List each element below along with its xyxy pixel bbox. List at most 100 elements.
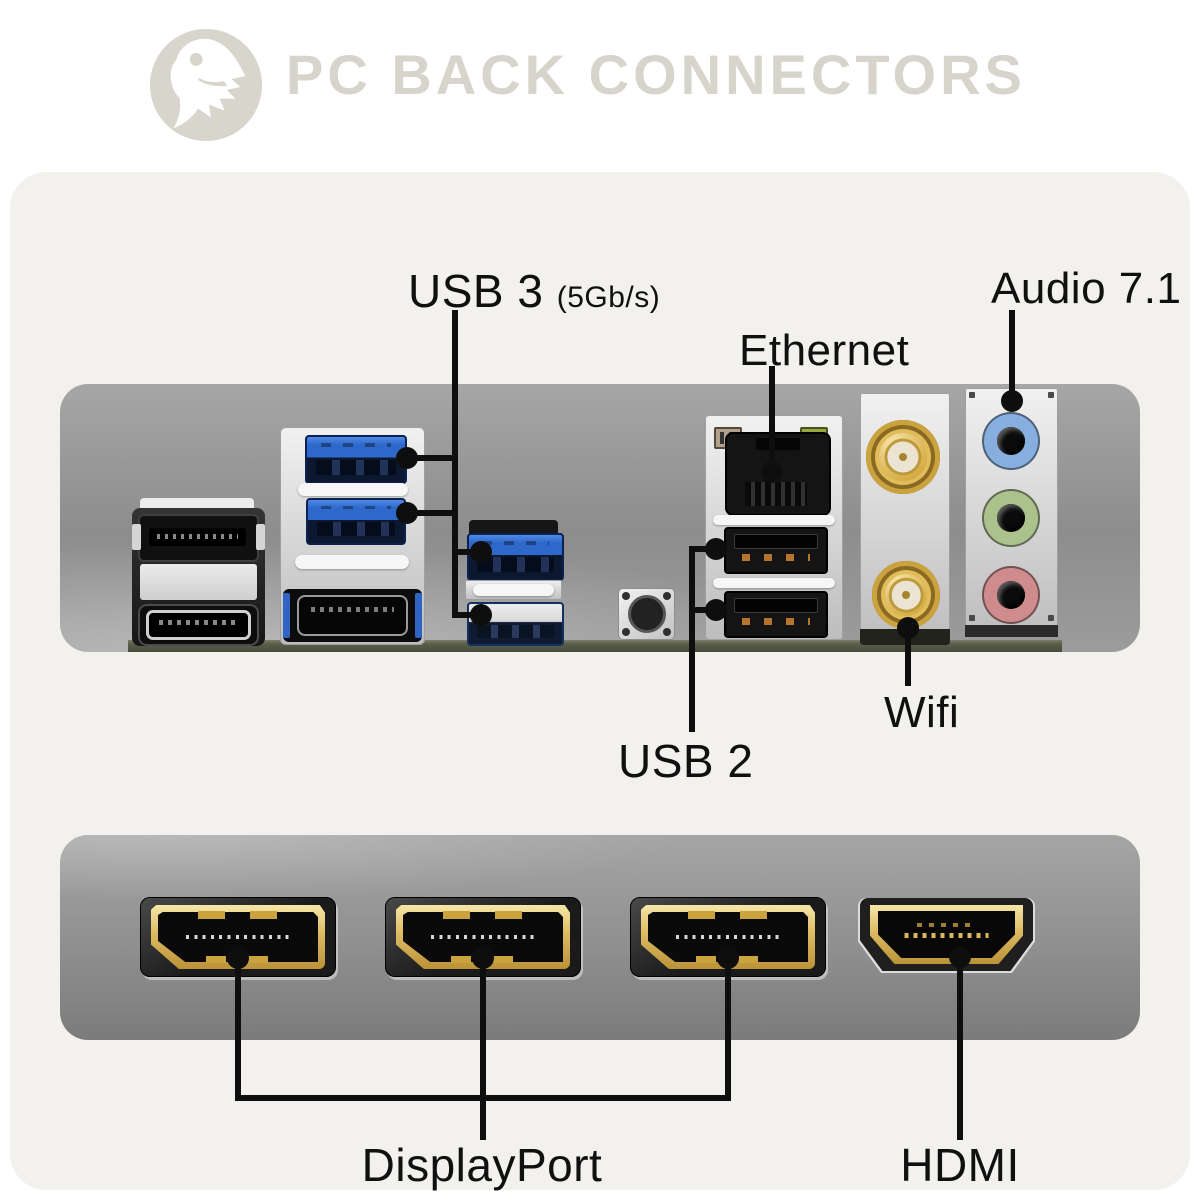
usb3-port-icon bbox=[305, 435, 407, 484]
audio-callout-line bbox=[1009, 310, 1015, 405]
usb3-label: USB 3 (5Gb/s) bbox=[408, 264, 660, 318]
displayport-callout-line bbox=[480, 956, 486, 1101]
hdmi-slot bbox=[297, 595, 408, 636]
usb3-label-text: USB 3 bbox=[408, 265, 544, 317]
usb-contacts bbox=[315, 459, 397, 475]
usb-tongue bbox=[321, 505, 391, 510]
ethernet-usb2-bracket bbox=[705, 415, 843, 640]
screw-icon bbox=[969, 392, 975, 398]
bracket-base bbox=[965, 625, 1058, 637]
jack-hole bbox=[997, 504, 1025, 532]
usb3-port-icon bbox=[306, 498, 406, 545]
displayport-callout-dot bbox=[472, 947, 494, 969]
screw-icon bbox=[1048, 615, 1054, 621]
latch-tab-icon bbox=[256, 524, 265, 550]
motherboard-io-panel bbox=[60, 384, 1140, 652]
screw-icon bbox=[663, 592, 671, 600]
page-title: PC BACK CONNECTORS bbox=[286, 43, 1026, 106]
bracket-vent bbox=[713, 578, 835, 588]
displayport-port-icon bbox=[132, 514, 265, 562]
dinosaur-logo-icon bbox=[149, 28, 263, 142]
ethernet-callout-dot bbox=[761, 461, 783, 483]
jack-hole bbox=[997, 427, 1025, 455]
port-shell bbox=[860, 898, 1033, 971]
connector-cap bbox=[469, 520, 558, 534]
usb-contacts bbox=[742, 554, 810, 561]
usb2-port-icon bbox=[724, 591, 828, 638]
wifi-antenna-connector-icon bbox=[872, 561, 940, 629]
port-tab bbox=[198, 911, 225, 919]
wifi-bracket bbox=[860, 393, 950, 645]
hdmi-slot bbox=[146, 610, 251, 640]
port-pins bbox=[904, 932, 989, 938]
usb-contacts bbox=[316, 521, 396, 537]
displayport-callout-dot bbox=[227, 947, 249, 969]
port-cavity bbox=[878, 911, 1015, 958]
screw-icon bbox=[1048, 392, 1054, 398]
mobo-dp-hdmi-stack bbox=[132, 498, 265, 646]
port-tab bbox=[688, 911, 715, 919]
port-tab bbox=[493, 956, 513, 963]
gpu-output-panel bbox=[60, 835, 1140, 1040]
port-pins bbox=[916, 923, 977, 928]
audio-callout-dot bbox=[1001, 390, 1023, 412]
usb3-callout-dot bbox=[396, 447, 418, 469]
hdmi-port-icon bbox=[283, 589, 422, 642]
port-tab bbox=[451, 956, 471, 963]
sma-pin bbox=[899, 453, 907, 461]
port-pins bbox=[676, 935, 780, 939]
displayport-slot bbox=[149, 528, 246, 546]
screw-icon bbox=[622, 628, 630, 636]
bracket-vent bbox=[473, 584, 554, 596]
usb3-callout-branch bbox=[455, 612, 483, 618]
ethernet-label: Ethernet bbox=[739, 326, 910, 375]
screw-icon bbox=[663, 628, 671, 636]
wifi-callout-dot bbox=[897, 617, 919, 639]
ethernet-callout-line bbox=[769, 366, 775, 476]
port-pins bbox=[186, 935, 290, 939]
bracket-vent bbox=[713, 515, 835, 525]
port-tab bbox=[250, 911, 277, 919]
usb-tongue bbox=[482, 540, 549, 545]
push-button-icon bbox=[627, 595, 666, 633]
screw-icon bbox=[969, 615, 975, 621]
usb3-callout-branch bbox=[455, 549, 483, 555]
bracket-vent bbox=[298, 483, 408, 496]
usb2-callout-line bbox=[689, 546, 695, 732]
hdmi-callout-line bbox=[957, 955, 963, 1140]
audio-bracket bbox=[965, 388, 1058, 637]
screw-icon bbox=[622, 592, 630, 600]
usb3-callout-dot bbox=[396, 502, 418, 524]
displayport-callout-dot bbox=[717, 947, 739, 969]
usb-tongue bbox=[320, 442, 392, 447]
ethernet-port-icon bbox=[725, 432, 831, 516]
audio-jack-mic-icon bbox=[982, 566, 1040, 624]
audio-jack-line-in-icon bbox=[982, 412, 1040, 470]
bracket-divider bbox=[465, 580, 562, 600]
bracket-spacer bbox=[140, 564, 257, 600]
hdmi-port-icon bbox=[858, 898, 1035, 973]
wifi-callout-line bbox=[905, 626, 911, 686]
usb3-callout-dot bbox=[470, 541, 492, 563]
port-tab bbox=[696, 956, 716, 963]
displayport-label: DisplayPort bbox=[361, 1139, 603, 1191]
usb3-callout-branch bbox=[404, 455, 458, 461]
usb3-callout-dot bbox=[470, 604, 492, 626]
rj45-pins bbox=[745, 482, 807, 506]
sma-pin bbox=[902, 591, 910, 599]
usb-contacts bbox=[742, 618, 810, 625]
usb2-port-icon bbox=[724, 527, 828, 574]
usb3-port-icon bbox=[467, 602, 564, 646]
usb3-stack bbox=[465, 520, 564, 646]
usb-contacts bbox=[477, 557, 554, 572]
audio-label: Audio 7.1 bbox=[991, 264, 1182, 313]
usb-contacts bbox=[477, 624, 554, 638]
wifi-label: Wifi bbox=[884, 688, 960, 737]
usb-tongue bbox=[734, 534, 818, 549]
port-tab bbox=[443, 911, 470, 919]
port-rim bbox=[870, 905, 1023, 964]
hdmi-port-icon bbox=[138, 604, 259, 646]
bracket-vent bbox=[295, 555, 409, 569]
usb3-speed-text: (5Gb/s) bbox=[556, 281, 661, 314]
